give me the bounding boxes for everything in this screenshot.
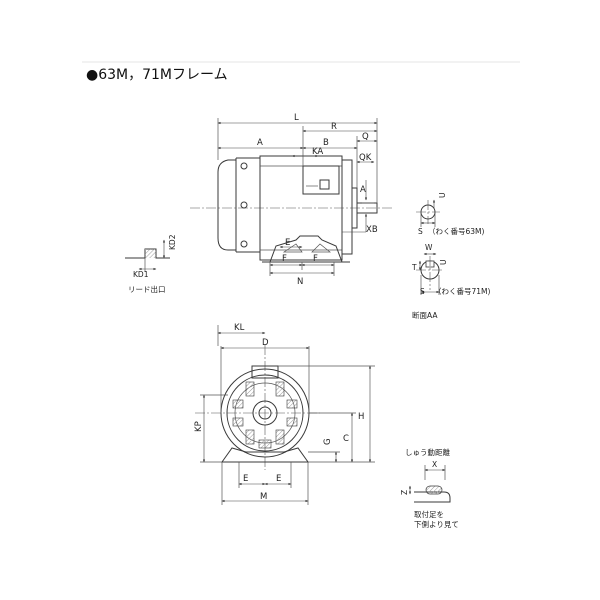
side-view: L R A B Q KA QK A XB E xyxy=(190,113,392,287)
dim-E-front-right: E xyxy=(276,474,281,484)
dim-A: A xyxy=(257,138,263,148)
shaft-section-71m: W T U S （わく番号71M) xyxy=(411,243,491,296)
terminal-box-front xyxy=(251,365,279,379)
dim-M: M xyxy=(260,492,267,502)
front-view: KL D KP H C G E E M xyxy=(194,323,375,505)
section-AA-caption: 断面AA xyxy=(412,310,438,320)
cooling-ribs xyxy=(232,381,298,449)
dim-L: L xyxy=(294,113,299,123)
dim-D: D xyxy=(262,338,269,348)
end-bracket xyxy=(341,159,353,255)
foot-slot-outline xyxy=(414,491,451,503)
dim-Z: Z xyxy=(400,490,409,495)
dim-XB: XB xyxy=(366,225,378,235)
section-mark-A: A xyxy=(360,185,366,195)
slot-icon xyxy=(425,485,443,495)
slot-detail: しゅう動距離 X Z 取付足を 下側より見て xyxy=(400,447,459,529)
dim-KD2: KD2 xyxy=(168,234,177,250)
page-title: ●63M，71Mフレーム xyxy=(86,67,228,83)
shaft-hub xyxy=(252,400,278,426)
dim-KD1: KD1 xyxy=(133,270,149,279)
dim-KA: KA xyxy=(312,147,323,157)
terminal-box xyxy=(302,165,340,195)
dim-X: X xyxy=(432,460,437,469)
fan-cover xyxy=(217,159,236,251)
bolt-icon xyxy=(240,240,248,248)
dim-U-63: U xyxy=(438,193,447,199)
dim-KL: KL xyxy=(234,323,245,333)
dim-KP: KP xyxy=(194,421,204,432)
dim-QK: QK xyxy=(359,153,372,163)
bolt-icon xyxy=(240,162,248,170)
dim-R: R xyxy=(331,122,337,132)
lead-outlet-detail: KD2 KD1 リード出口 xyxy=(125,234,177,294)
lead-outlet-caption: リード出口 xyxy=(128,284,166,294)
mount-note-line1: 取付足を xyxy=(414,509,444,519)
caption-71m: （わく番号71M) xyxy=(434,286,491,296)
mount-note-line2: 下側より見て xyxy=(414,519,459,529)
dim-N: N xyxy=(297,277,303,287)
mounting-foot xyxy=(269,235,343,263)
dim-Q: Q xyxy=(362,132,369,142)
terminal-lead-icon xyxy=(319,179,330,190)
dim-T-71: T xyxy=(411,263,417,272)
dim-F-left: F xyxy=(282,254,287,264)
dim-S-71: S xyxy=(420,287,425,296)
dim-E-side: E xyxy=(285,238,290,248)
shaft-section-63m: U S （わく番号63M) xyxy=(416,193,485,236)
caption-63m: （わく番号63M) xyxy=(428,226,485,236)
dim-G: G xyxy=(323,438,333,445)
bolt-icon xyxy=(240,201,248,209)
shaft-end-icon xyxy=(258,406,272,420)
dim-W-71: W xyxy=(425,243,433,252)
dim-E-front-left: E xyxy=(243,474,248,484)
dim-S-63: S xyxy=(418,227,423,236)
dim-B: B xyxy=(323,138,329,148)
dim-F-right: F xyxy=(313,254,318,264)
dim-H: H xyxy=(358,412,364,422)
dim-C: C xyxy=(343,434,349,444)
dim-U-71: U xyxy=(439,260,448,266)
sliding-distance-caption: しゅう動距離 xyxy=(405,447,450,457)
